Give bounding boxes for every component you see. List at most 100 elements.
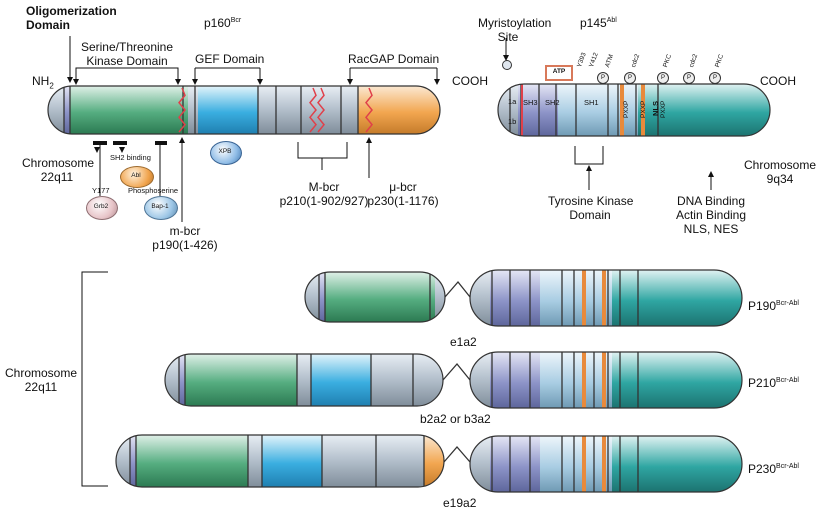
grb2-oval (86, 196, 118, 220)
abl-chrom-line1: Chromosome (743, 158, 817, 172)
p230-junction (443, 446, 471, 463)
pxxp-label-3: PXXP (660, 100, 667, 118)
mu-bcr-line1: μ-bcr (389, 180, 417, 194)
nh2-sub: 2 (49, 81, 54, 91)
exon-1b-label: 1b (508, 117, 517, 126)
sh1-label: SH1 (584, 98, 599, 107)
p210-label: P210Bcr-Abl (748, 376, 799, 390)
p210-bcr-part-segment (297, 354, 311, 406)
atp-label: ATP (552, 68, 566, 75)
pxxp-label-2: PXXP (640, 100, 647, 118)
myristoylation-label: Myristoylation Site (478, 16, 551, 44)
p190-abl-part-segment (540, 270, 612, 326)
p210-bcr-part-segment (179, 354, 185, 406)
abl-bar (497, 83, 771, 137)
minor-bcr-label: m-bcr p190(1-426) (145, 224, 225, 252)
p210-bcr-part (164, 353, 444, 407)
abl-bar-segment (638, 84, 770, 136)
sh3-label: SH3 (523, 98, 538, 107)
major-bcr-line1: M-bcr (308, 180, 340, 194)
p230-abl-part-segment (470, 436, 490, 492)
fusion-bracket (81, 271, 108, 487)
xpb-oval (210, 141, 242, 165)
abl-bar-segment (498, 84, 518, 136)
sh2-binding-label: SH2 binding (110, 153, 151, 162)
dna-binding-line1: DNA Binding (676, 194, 746, 208)
p190-bcr-part-segment (319, 272, 325, 322)
abl-chromosome-label: Chromosome 9q34 (740, 158, 820, 186)
sh2-bar-3 (155, 141, 167, 145)
tk-line1: Tyrosine Kinase (548, 194, 634, 208)
oligo-line1: Oligomerization (26, 4, 117, 18)
tyrosine-kinase-label: Tyrosine Kinase Domain (548, 194, 634, 222)
p190-junction (444, 280, 471, 298)
p190-label: P190Bcr-Abl (748, 299, 799, 313)
abl-title: p145Abl (580, 16, 617, 30)
p230-abl-part (469, 435, 743, 493)
fusion-chrom-line2: 22q11 (24, 380, 58, 394)
e19a2-label: e19a2 (443, 496, 477, 510)
p230-label: P230Bcr-Abl (748, 462, 799, 476)
nh2-text: NH (32, 74, 50, 88)
p210-abl-part-segment (470, 352, 490, 408)
p210-abl-part-orange-band (602, 352, 606, 408)
p190-bcr-part-segment (325, 272, 435, 322)
p210-bcr-part-segment (311, 354, 371, 406)
bap1-oval (144, 196, 178, 220)
p230-abl-part-orange-band (582, 436, 586, 492)
p210-bcr-part-segment (185, 354, 297, 406)
abl-oval-label: Abl (131, 172, 141, 179)
p230-abl-part-segment (540, 436, 612, 492)
p190-text: P190 (748, 299, 777, 313)
xpb-oval-label: XPB (218, 148, 232, 155)
p230-bcr-part-segment (248, 435, 262, 487)
bcr-title: p160Bcr (204, 16, 241, 30)
abl-bar-orange-band (641, 84, 645, 136)
oligo-label: Oligomerization Domain (26, 4, 117, 32)
abl-bar-orange-band (620, 84, 624, 136)
p190-sup: Bcr-Abl (776, 300, 799, 307)
mu-bcr-line2: p230(1-1176) (367, 194, 439, 208)
p210-abl-part-segment (540, 352, 612, 408)
p210-abl-part-segment (612, 352, 742, 408)
p230-sup: Bcr-Abl (776, 463, 799, 470)
major-bcr-line2: p210(1-902/927) (279, 194, 369, 208)
p190-abl-part-orange-band (582, 270, 586, 326)
abl-cooh-label: COOH (760, 74, 796, 88)
p190-bcr-part (304, 271, 446, 323)
p190-abl-part-segment (490, 270, 540, 326)
bcr-bar-segment (188, 86, 198, 134)
tk-line2: Domain (569, 208, 611, 222)
bcr-bar-segment (70, 86, 188, 134)
phospho-p-3: P (657, 72, 669, 84)
p210-sup: Bcr-Abl (776, 377, 799, 384)
phospho-p-2: P (624, 72, 636, 84)
p230-bcr-part-segment (136, 435, 248, 487)
p230-bcr-part-segment (262, 435, 322, 487)
p210-bcr-part-segment (371, 354, 443, 406)
bcr-bar (47, 85, 441, 135)
abl-chrom-line2: 9q34 (766, 172, 794, 186)
p210-abl-part-orange-band (582, 352, 586, 408)
p190-abl-part-orange-band (602, 270, 606, 326)
abl-bar-segment (558, 84, 638, 136)
bcr-bar-segment (198, 86, 258, 134)
ser-thr-line1: Serine/Threonine (80, 40, 174, 54)
grb2-oval-label: Grb2 (93, 203, 109, 210)
p230-abl-part-orange-band (602, 436, 606, 492)
nls-label: NLS (651, 101, 660, 116)
myristoylation-line2: Site (497, 30, 519, 44)
bcr-chrom-line2: 22q11 (40, 170, 74, 184)
p230-bcr-part-segment (130, 435, 136, 487)
major-bcr-label: M-bcr p210(1-902/927) (268, 180, 380, 208)
p190-abl-part (469, 269, 743, 327)
mu-bcr-label: μ-bcr p230(1-1176) (358, 180, 448, 208)
p210-abl-part (469, 351, 743, 409)
e1a2-label: e1a2 (450, 335, 477, 349)
bcr-zig-4 (365, 87, 373, 133)
bap1-oval-label: Bap-1 (151, 203, 169, 210)
oligo-line2: Domain (26, 18, 71, 32)
